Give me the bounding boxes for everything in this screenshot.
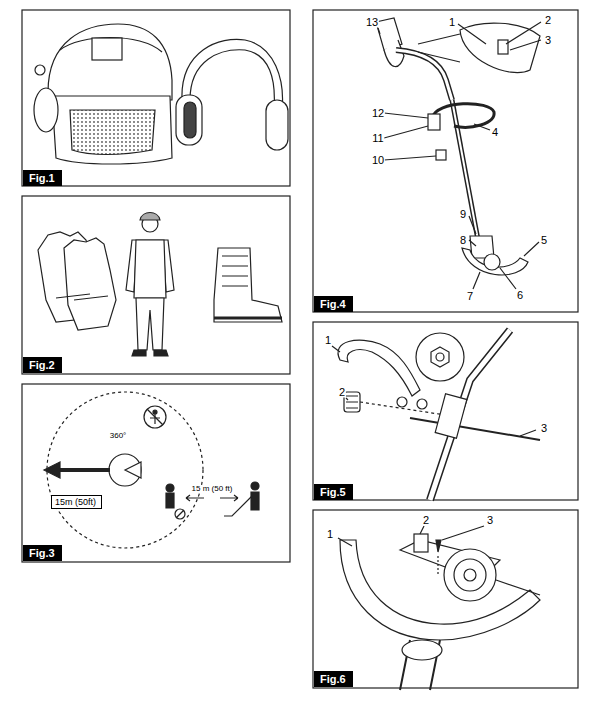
callout-number: 5 <box>540 235 548 246</box>
callout-number: 11 <box>371 133 384 144</box>
callout-number: 6 <box>516 290 524 301</box>
figure-tab: Fig.4 <box>314 296 353 312</box>
figure-tab: Fig.3 <box>23 545 62 561</box>
figure-tab: Fig.2 <box>23 357 62 373</box>
callout-number: 9 <box>459 209 467 220</box>
callout-number: 8 <box>459 235 467 246</box>
callout-number: 3 <box>486 515 494 526</box>
callout-number: 3 <box>544 35 552 46</box>
callout-number: 1 <box>326 529 334 540</box>
callout-number: 2 <box>422 515 430 526</box>
figure-number: Fig.3 <box>29 547 56 559</box>
figure-tab: Fig.5 <box>314 484 353 500</box>
callout-number: 2 <box>544 15 552 26</box>
callout-number: 1 <box>448 17 456 28</box>
callout-number: 7 <box>466 291 474 302</box>
figure-number: Fig.4 <box>320 298 347 310</box>
figure-number: Fig.5 <box>320 486 347 498</box>
distance-label: 15 m (50 ft) <box>191 485 234 493</box>
figure-number: Fig.2 <box>29 359 56 371</box>
callout-number: 12 <box>371 108 385 119</box>
distance-text: 15m (50ft) <box>55 497 98 507</box>
callout-number: 1 <box>324 335 332 346</box>
distance-label: 360° <box>109 432 128 440</box>
figure-number: Fig.1 <box>29 172 56 184</box>
figure-number: Fig.6 <box>320 673 347 685</box>
callout-number: 3 <box>540 423 548 434</box>
callout-number: 10 <box>371 155 385 166</box>
callout-number: 4 <box>491 127 499 138</box>
callout-number: 2 <box>338 387 346 398</box>
distance-box: 15m (50ft) <box>51 495 102 509</box>
callout-number: 13 <box>365 17 379 28</box>
figure-tab: Fig.1 <box>23 170 62 186</box>
figure-tab: Fig.6 <box>314 671 353 687</box>
